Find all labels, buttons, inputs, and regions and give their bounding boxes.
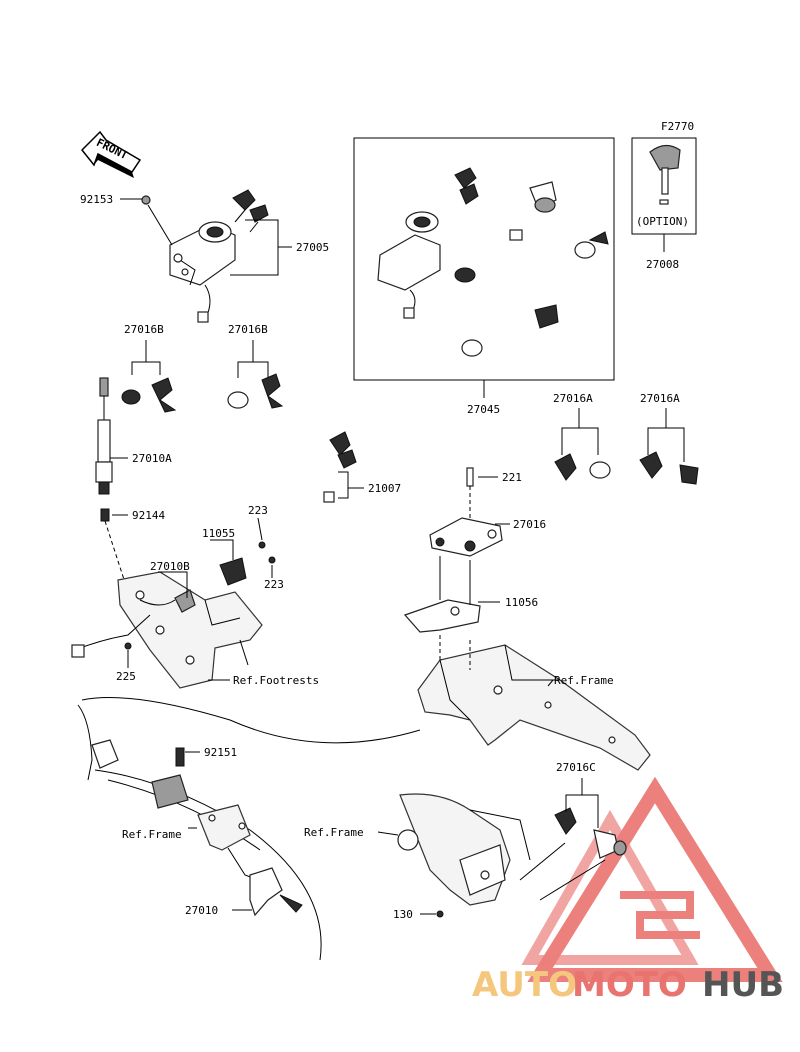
kit-27045-contents	[377, 167, 609, 357]
label-27016A-1: 27016A	[553, 392, 593, 405]
label-27010B: 27010B	[150, 560, 190, 573]
ref-footrests: Ref.Footrests	[233, 674, 319, 687]
label-21007: 21007	[368, 482, 401, 495]
watermark-logo	[521, 776, 783, 982]
sidestand-switch-assembly	[77, 697, 421, 961]
seat-lock-assembly	[403, 467, 651, 771]
key-icon	[639, 451, 663, 479]
lock-cylinder-icon	[679, 464, 699, 485]
label-27005: 27005	[296, 241, 329, 254]
label-225: 225	[116, 670, 136, 683]
label-27008: 27008	[646, 258, 679, 271]
diagram-code: F2770	[661, 120, 694, 133]
option-key-icon	[649, 144, 681, 205]
label-221: 221	[502, 471, 522, 484]
key-icon	[554, 453, 577, 481]
label-27010: 27010	[185, 904, 218, 917]
lock-27016C-assembly	[397, 793, 627, 918]
label-130: 130	[393, 908, 413, 921]
key-icon	[151, 377, 177, 413]
ref-frame-3: Ref.Frame	[304, 826, 364, 839]
footrest-bracket	[71, 541, 276, 689]
lock-cylinder-icon	[589, 461, 611, 479]
option-label: (OPTION)	[636, 215, 689, 228]
watermark-triangle	[527, 776, 783, 982]
lock-cylinder-icon	[227, 391, 249, 409]
front-arrow-icon: FRONT	[80, 130, 142, 178]
ref-frame-1: Ref.Frame	[554, 674, 614, 687]
label-11056: 11056	[505, 596, 538, 609]
label-27045: 27045	[467, 403, 500, 416]
label-92144: 92144	[132, 509, 165, 522]
label-92151: 92151	[204, 746, 237, 759]
label-27016B-1: 27016B	[124, 323, 164, 336]
watermark-part-1: AUTO	[472, 965, 577, 1005]
spring-92144-icon	[100, 508, 110, 522]
label-11055: 11055	[202, 527, 235, 540]
switch-27010A	[95, 377, 113, 495]
watermark-text: AUTO MOTO HUB	[472, 965, 784, 1005]
lock-cylinder-icon	[121, 389, 141, 405]
ignition-switch-assembly	[141, 189, 269, 323]
watermark-part-2: MOTO	[572, 965, 687, 1005]
watermark-part-3: HUB	[702, 965, 784, 1005]
label-223-1: 223	[248, 504, 268, 517]
label-27016C: 27016C	[556, 761, 596, 774]
label-27016A-2: 27016A	[640, 392, 680, 405]
seat-lock-key-icon	[323, 431, 357, 503]
label-27016B-2: 27016B	[228, 323, 268, 336]
key-icon	[261, 373, 284, 409]
label-27010A: 27010A	[132, 452, 172, 465]
label-223-2: 223	[264, 578, 284, 591]
ref-frame-2: Ref.Frame	[122, 828, 182, 841]
label-92153: 92153	[80, 193, 113, 206]
label-27016: 27016	[513, 518, 546, 531]
